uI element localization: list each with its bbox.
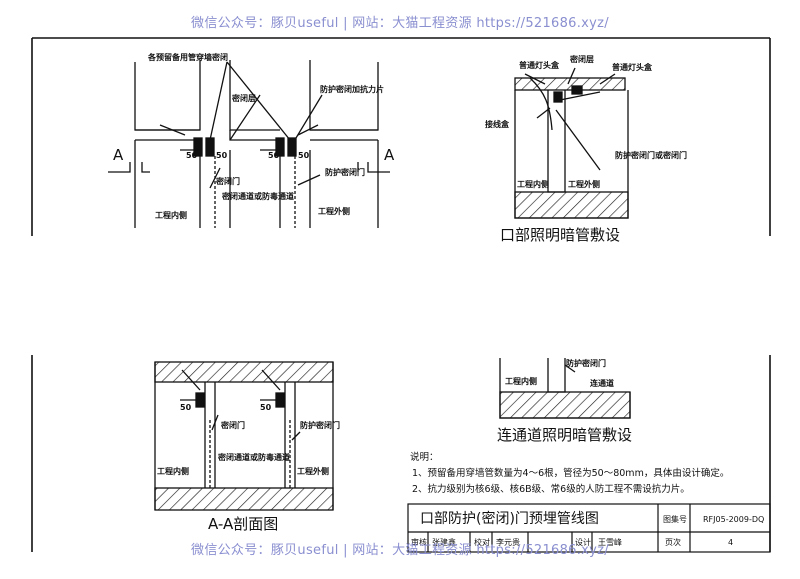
section-label-passage: 密闭通道或防毒通道 [217, 452, 290, 462]
section-dim-50-b: 50 [260, 403, 272, 412]
label-lamp-box-left: 普通灯头盒 [519, 60, 560, 70]
label-junction-box: 接线盒 [485, 119, 510, 129]
notes-title: 说明： [410, 451, 439, 463]
label-protective-door: 防护密闭门 [325, 167, 365, 177]
section-label-protective-door: 防护密闭门 [300, 420, 340, 430]
label-outside: 工程外侧 [318, 206, 350, 216]
plan-view [108, 60, 390, 228]
section-mark-left: A [113, 146, 124, 164]
dim-50-d: 50 [298, 151, 310, 160]
lighting-detail [514, 67, 629, 219]
role-review: 审核 [411, 537, 427, 547]
title-block [407, 503, 771, 553]
label-lamp-box-right: 普通灯头盒 [612, 62, 653, 72]
label-lighting-seal: 密闭层 [569, 54, 594, 64]
passage-caption: 连通道照明暗管敷设 [497, 426, 632, 444]
atlas-label: 图集号 [663, 514, 687, 524]
dim-50-a: 50 [186, 151, 198, 160]
dim-50-c: 50 [268, 151, 280, 160]
name-review: 张建鑫 [432, 537, 456, 547]
name-check: 李元贵 [496, 537, 520, 547]
page-number: 4 [728, 538, 733, 547]
passage-label-door: 防护密闭门 [566, 358, 606, 368]
label-seal-layer: 密闭层 [231, 93, 256, 103]
lighting-caption: 口部照明暗管敷设 [500, 226, 620, 244]
note-1: 1、预留备用穿墙管数量为4～6根，管径为50～80mm，具体由设计确定。 [412, 467, 729, 479]
watermark-top: 微信公众号：豚贝useful | 网站：大猫工程资源 https://52168… [191, 16, 609, 31]
label-inside: 工程内侧 [155, 210, 187, 220]
section-dim-50-a: 50 [180, 403, 192, 412]
section-label-inside: 工程内侧 [157, 466, 189, 476]
label-lighting-inside: 工程内侧 [517, 179, 549, 189]
atlas-number: RFJ05-2009-DQ [703, 515, 764, 524]
role-check: 校对 [474, 537, 490, 547]
label-passage: 密闭通道或防毒通道 [221, 191, 294, 201]
section-label-seal-door: 密闭门 [220, 420, 245, 430]
label-anti-pull: 防护密闭加抗力片 [320, 84, 384, 94]
label-lighting-door: 防护密闭门或密闭门 [615, 150, 687, 160]
role-design: 设计 [575, 537, 591, 547]
sheet-border [31, 37, 771, 552]
label-seal-door: 密闭门 [215, 176, 240, 186]
passage-label-passage: 连通道 [590, 378, 614, 388]
section-mark-right: A [384, 146, 395, 164]
dim-50-b: 50 [216, 151, 228, 160]
label-reserved-pipes: 各预留备用管穿墙密闭 [147, 52, 228, 62]
section-label-outside: 工程外侧 [297, 466, 329, 476]
note-2: 2、抗力级别为核6级、核6B级、常6级的人防工程不需设抗力片。 [412, 483, 690, 495]
title-block-title: 口部防护(密闭)门预埋管线图 [420, 510, 599, 527]
name-design: 王雪峰 [598, 537, 622, 547]
watermark-bottom: 微信公众号：豚贝useful | 网站：大猫工程资源 https://52168… [191, 543, 609, 558]
section-view [154, 361, 334, 511]
label-lighting-outside: 工程外侧 [568, 179, 600, 189]
passage-label-inside: 工程内侧 [505, 376, 537, 386]
page-label: 页次 [665, 537, 681, 547]
passage-detail [499, 358, 631, 419]
section-caption: A-A剖面图 [208, 515, 278, 533]
